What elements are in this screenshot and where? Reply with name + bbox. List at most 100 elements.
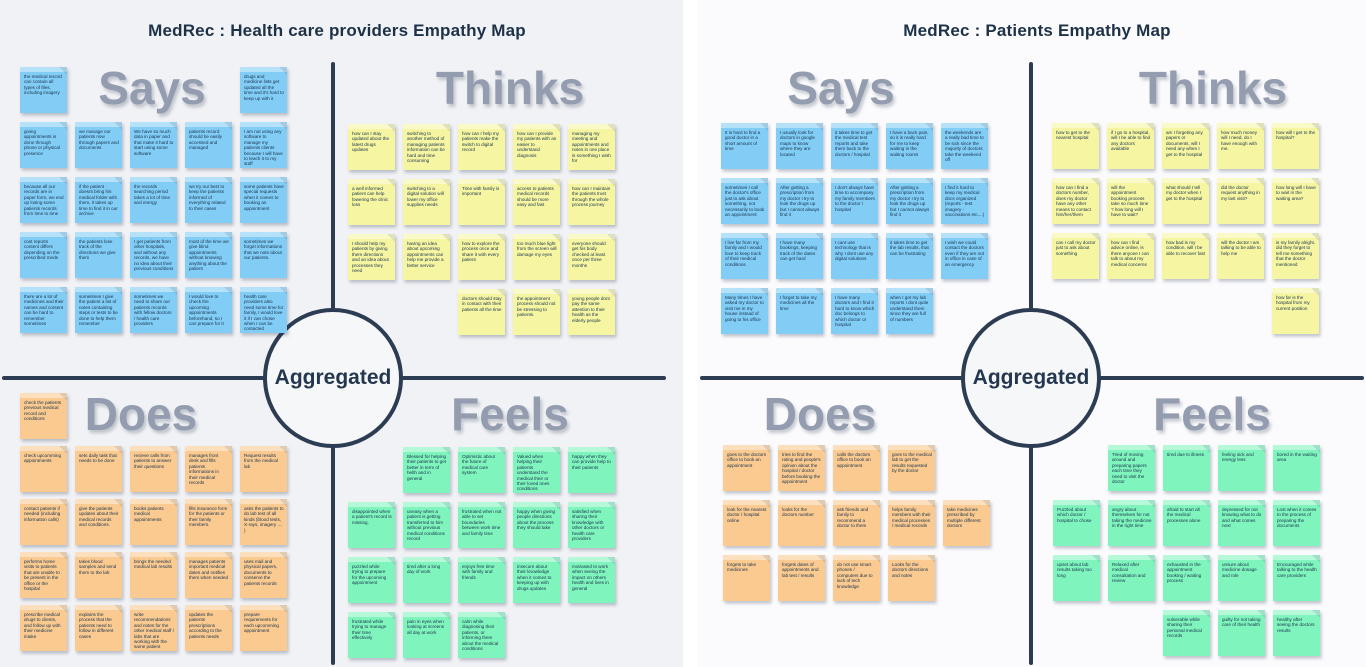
sticky-note[interactable]: After getting a prescription from my doc… <box>776 178 823 224</box>
sticky-note[interactable]: how far is the hospital from my current … <box>1272 288 1319 334</box>
sticky-note[interactable]: feeling sick and energy less <box>1218 445 1265 491</box>
sticky-note[interactable]: how can I help my patients make the swit… <box>458 124 505 170</box>
sticky-note[interactable]: Request results from the medical lab <box>240 446 287 492</box>
sticky-note[interactable]: how much money will I need, do I have en… <box>1217 123 1264 169</box>
sticky-note[interactable]: cost reports content differs depending o… <box>20 232 67 278</box>
sticky-note[interactable]: we try our best to keep the patients inf… <box>185 177 232 223</box>
sticky-note[interactable]: I wish we could contact the doctors even… <box>941 233 988 279</box>
sticky-note[interactable]: Looks for the doctors directions and not… <box>888 555 935 601</box>
sticky-note[interactable]: goes to the medical lab to get the resul… <box>888 445 935 491</box>
sticky-note[interactable]: Relaxed after medical consultation and r… <box>1108 555 1155 601</box>
sticky-note[interactable]: doctors should stay in contact with thei… <box>458 289 505 335</box>
sticky-note[interactable]: I live far from my family and I would lo… <box>721 233 768 279</box>
sticky-note[interactable]: happy when giving people directions abou… <box>513 502 560 548</box>
sticky-note[interactable]: the patients lose track of the direction… <box>75 232 122 278</box>
sticky-note[interactable]: performs home visits to patients that ar… <box>20 552 67 598</box>
sticky-note[interactable]: prescribe medical drugs to clients, and … <box>20 605 67 651</box>
sticky-note[interactable]: motivated to work when seeing the impact… <box>568 557 615 603</box>
sticky-note[interactable]: how can I provide my patients with an ea… <box>513 124 560 170</box>
sticky-note[interactable]: pain in eyes when looking at screens all… <box>403 612 450 658</box>
sticky-note[interactable]: the records searching period takes a lot… <box>130 177 177 223</box>
sticky-note[interactable]: It is hard to find a good doctor in a sh… <box>721 123 768 169</box>
sticky-note[interactable]: helps family members with their medical … <box>888 500 935 546</box>
sticky-note[interactable]: I should help my patients by giving them… <box>348 234 395 280</box>
sticky-note[interactable]: sometimes I give the patient a list of n… <box>75 287 122 333</box>
sticky-note[interactable]: satisfied when sharing their knowledge w… <box>568 502 615 548</box>
sticky-note[interactable]: Time with family is important <box>458 179 505 225</box>
sticky-note[interactable]: will the doctor I am talking to be able … <box>1217 233 1264 279</box>
sticky-note[interactable]: angry about themselves for not taking th… <box>1108 500 1155 546</box>
sticky-note[interactable]: frustrated when not able to set boundari… <box>458 502 505 548</box>
sticky-note[interactable]: I don't always have time to accompany my… <box>831 178 878 224</box>
sticky-note[interactable]: upset about lab results taking too long <box>1053 555 1100 601</box>
sticky-note[interactable]: exhausted in the appointment booking / w… <box>1163 555 1210 601</box>
sticky-note[interactable]: I have a back pain, so it is really hard… <box>886 123 933 169</box>
sticky-note[interactable]: did the doctor request anything in my la… <box>1217 178 1264 224</box>
sticky-note[interactable]: contact patients if needed (including in… <box>20 499 67 545</box>
sticky-note[interactable]: how can I maintain the patients trust th… <box>568 179 615 225</box>
sticky-note[interactable]: switching to a digital solution will low… <box>403 179 450 225</box>
sticky-note[interactable]: brings the needed medical lab results <box>130 552 177 598</box>
sticky-note[interactable]: switching to another method of managing … <box>403 124 450 170</box>
sticky-note[interactable]: too much blue light from the screen will… <box>513 234 560 280</box>
sticky-note[interactable]: how bad is my condition, will I be able … <box>1162 233 1209 279</box>
sticky-note[interactable]: bored in the waiting area <box>1273 445 1320 491</box>
sticky-note[interactable]: how can I stay updated about the latest … <box>348 124 395 170</box>
sticky-note[interactable]: take medicines prescribed by multiple di… <box>943 500 990 546</box>
sticky-note[interactable]: calls the doctors office to book an appo… <box>833 445 880 491</box>
sticky-note[interactable]: there are a lot of medicines and their n… <box>20 287 67 333</box>
sticky-note[interactable]: how will I get to the hospital? <box>1272 123 1319 169</box>
sticky-note[interactable]: a well informed patient can help lowerin… <box>348 179 395 225</box>
sticky-note[interactable]: puzzled while trying to prepare for the … <box>348 557 395 603</box>
sticky-note[interactable]: I cant use technology that is why I dont… <box>831 233 878 279</box>
sticky-note[interactable]: if the patient doesnt bring his medical … <box>75 177 122 223</box>
sticky-note[interactable]: insecure about their knowledge when it c… <box>513 557 560 603</box>
sticky-note[interactable]: I have many doctors and I find it hard t… <box>831 288 878 334</box>
sticky-note[interactable]: patients record should be easily accesse… <box>185 122 232 168</box>
sticky-note[interactable]: looks for the doctors number <box>778 500 825 546</box>
sticky-note[interactable]: health care providers also need some tim… <box>240 287 287 333</box>
sticky-note[interactable]: afraid to start all the medical processe… <box>1163 500 1210 546</box>
sticky-note[interactable]: Valued when helping their patients under… <box>513 447 560 493</box>
sticky-note[interactable]: give the patients updates about their me… <box>75 499 122 545</box>
sticky-note[interactable]: I am not using any software to manage my… <box>240 122 287 168</box>
sticky-note[interactable]: calm while diagnosing their patients, or… <box>458 612 505 658</box>
sticky-note[interactable]: I forget to take my medicines all the ti… <box>776 288 823 334</box>
sticky-note[interactable]: sets daily task that needs to be done <box>75 446 122 492</box>
sticky-note[interactable]: look for the nearest doctor / hospital o… <box>723 500 770 546</box>
sticky-note[interactable]: asks the patients to do lab test of all … <box>240 499 287 545</box>
sticky-note[interactable]: having an idea about upcoming appointmen… <box>403 234 450 280</box>
sticky-note[interactable]: books patients medical appointments <box>130 499 177 545</box>
sticky-note[interactable]: ask friends and family to recommend a do… <box>833 500 880 546</box>
sticky-note[interactable]: we manage our patients now through paper… <box>75 122 122 168</box>
sticky-note[interactable]: drugs and medicine lists get updated all… <box>240 67 287 113</box>
sticky-note[interactable]: how can I find a doctors number, does my… <box>1052 178 1099 224</box>
sticky-note[interactable]: happy when they can provide help to thei… <box>568 447 615 493</box>
sticky-note[interactable]: enjoys free time with family and friends <box>458 557 505 603</box>
sticky-note[interactable]: how long will I have to wait in the wait… <box>1272 178 1319 224</box>
sticky-note[interactable]: prepare requirements for each upcomming … <box>240 605 287 651</box>
sticky-note[interactable]: is my family alright, did they forget to… <box>1272 233 1319 279</box>
sticky-note[interactable]: uses mail and physical papers, documents… <box>240 552 287 598</box>
sticky-note[interactable]: sometimes we forget informations that we… <box>240 232 287 278</box>
sticky-note[interactable]: Lost when it comes to the process of pre… <box>1273 500 1320 546</box>
sticky-note[interactable]: Blessed for helping their patients to ge… <box>403 447 450 493</box>
sticky-note[interactable]: some patients have special requests when… <box>240 177 287 223</box>
sticky-note[interactable]: recieve calls from patients to answer th… <box>130 446 177 492</box>
sticky-note[interactable]: forgets to take medicines <box>723 555 770 601</box>
sticky-note[interactable]: I find it hard to keep my medical docs o… <box>941 178 988 224</box>
sticky-note[interactable]: tired after a long day of work <box>403 557 450 603</box>
sticky-note[interactable]: vulnerable while sharing their personal … <box>1163 610 1210 656</box>
sticky-note[interactable]: can I call my doctor just to ask about s… <box>1052 233 1099 279</box>
sticky-note[interactable]: giving appointments is done through phon… <box>20 122 67 168</box>
sticky-note[interactable]: goes to the doctors office to book an ap… <box>723 445 770 491</box>
sticky-note[interactable]: explains the process that the patients n… <box>75 605 122 651</box>
sticky-note[interactable]: if I go to a hospital, will I be able to… <box>1107 123 1154 169</box>
sticky-note[interactable]: Optimistic about the future of medical c… <box>458 447 505 493</box>
sticky-note[interactable]: takes blood samples and send them to the… <box>75 552 122 598</box>
sticky-note[interactable]: how can I find advice online, is there a… <box>1107 233 1154 279</box>
sticky-note[interactable]: disappointed when a patient's record is … <box>348 502 395 548</box>
sticky-note[interactable]: most of the time we give blind appointme… <box>185 232 232 278</box>
sticky-note[interactable]: managing my meeting and appointments and… <box>568 124 615 170</box>
sticky-note[interactable]: the medical record can contain all types… <box>20 67 67 113</box>
